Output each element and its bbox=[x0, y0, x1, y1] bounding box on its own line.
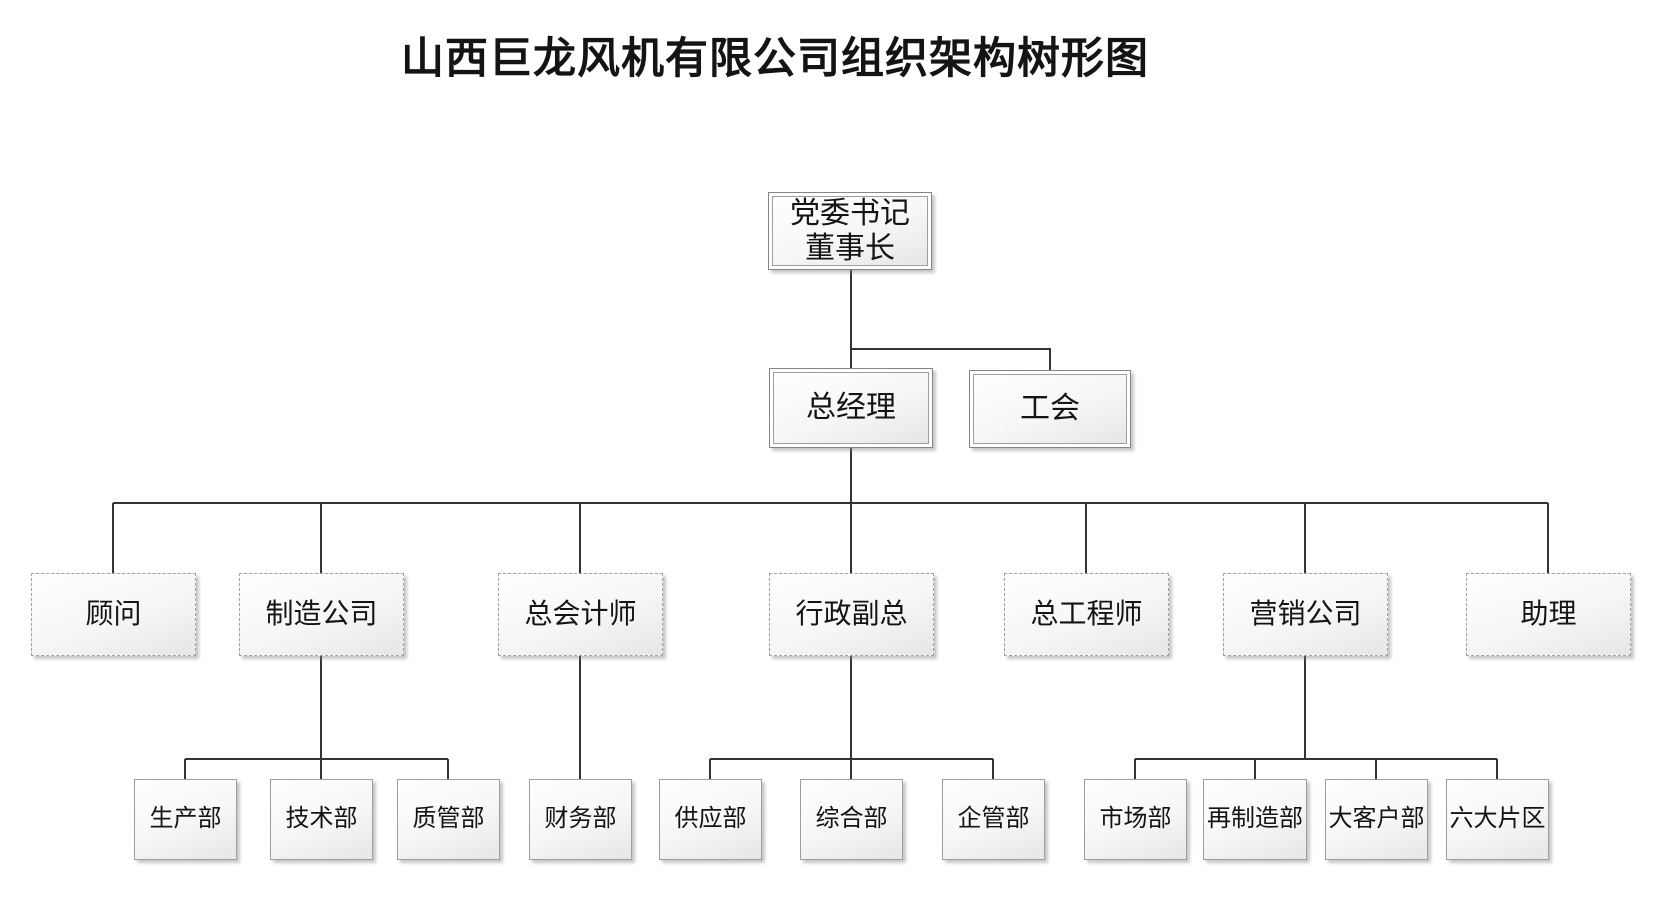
org-node-chairman-label: 党委书记 董事长 bbox=[790, 196, 910, 265]
org-node-marketing-company-label: 营销公司 bbox=[1249, 598, 1362, 630]
org-node-chief-accountant: 总会计师 bbox=[498, 573, 663, 656]
org-node-marketing-company: 营销公司 bbox=[1223, 573, 1388, 656]
org-node-enterprise-mgmt-dept: 企管部 bbox=[942, 779, 1045, 860]
org-node-remanufacturing-dept-label: 再制造部 bbox=[1207, 806, 1303, 833]
org-node-chairman: 党委书记 董事长 bbox=[768, 192, 932, 270]
org-node-quality-dept-label: 质管部 bbox=[412, 806, 485, 833]
org-node-general-manager-frame: 总经理 bbox=[773, 372, 929, 444]
org-node-assistant: 助理 bbox=[1466, 573, 1631, 656]
org-node-six-regions-label: 六大片区 bbox=[1449, 806, 1546, 833]
org-node-labor-union-frame: 工会 bbox=[973, 374, 1127, 444]
connector-marketing-branch bbox=[1134, 656, 1498, 779]
org-node-chief-accountant-label: 总会计师 bbox=[524, 598, 637, 630]
org-node-general-affairs-dept-label: 综合部 bbox=[815, 806, 888, 833]
connector-admin-branch bbox=[709, 656, 994, 779]
org-node-enterprise-mgmt-dept-label: 企管部 bbox=[957, 806, 1030, 833]
org-node-six-regions: 六大片区 bbox=[1446, 779, 1549, 860]
org-node-chief-engineer: 总工程师 bbox=[1004, 573, 1169, 656]
org-node-labor-union: 工会 bbox=[969, 370, 1131, 448]
org-node-general-manager: 总经理 bbox=[769, 368, 933, 448]
org-node-manufacturing-company-label: 制造公司 bbox=[265, 598, 378, 630]
org-node-remanufacturing-dept: 再制造部 bbox=[1203, 779, 1307, 860]
org-node-quality-dept: 质管部 bbox=[397, 779, 500, 860]
org-node-chief-engineer-label: 总工程师 bbox=[1030, 598, 1143, 630]
connector-root-to-union bbox=[851, 348, 1051, 370]
org-node-advisor-label: 顾问 bbox=[85, 598, 142, 630]
org-node-supply-dept-label: 供应部 bbox=[674, 806, 747, 833]
org-node-key-account-dept: 大客户部 bbox=[1325, 779, 1428, 860]
org-node-chairman-frame: 党委书记 董事长 bbox=[772, 196, 928, 266]
org-node-assistant-label: 助理 bbox=[1520, 598, 1577, 630]
org-node-advisor: 顾问 bbox=[31, 573, 196, 656]
org-node-supply-dept: 供应部 bbox=[659, 779, 762, 860]
org-node-admin-vice-president-label: 行政副总 bbox=[795, 598, 908, 630]
connector-manufacturing-branch bbox=[184, 656, 449, 779]
chart-title: 山西巨龙风机有限公司组织架构树形图 bbox=[401, 36, 1149, 83]
org-node-finance-dept: 财务部 bbox=[529, 779, 632, 860]
org-node-production-dept: 生产部 bbox=[134, 779, 237, 860]
org-node-market-dept-label: 市场部 bbox=[1099, 806, 1172, 833]
org-node-production-dept-label: 生产部 bbox=[149, 806, 222, 833]
org-node-labor-union-label: 工会 bbox=[1020, 392, 1080, 426]
org-node-market-dept: 市场部 bbox=[1084, 779, 1187, 860]
org-node-general-affairs-dept: 综合部 bbox=[800, 779, 903, 860]
org-node-admin-vice-president: 行政副总 bbox=[769, 573, 934, 656]
org-node-manufacturing-company: 制造公司 bbox=[239, 573, 404, 656]
org-node-general-manager-label: 总经理 bbox=[806, 391, 896, 425]
org-node-technology-dept-label: 技术部 bbox=[285, 806, 358, 833]
org-node-technology-dept: 技术部 bbox=[270, 779, 373, 860]
org-node-key-account-dept-label: 大客户部 bbox=[1328, 806, 1425, 833]
org-node-finance-dept-label: 财务部 bbox=[544, 806, 617, 833]
connector-level3-drops bbox=[112, 503, 1549, 573]
